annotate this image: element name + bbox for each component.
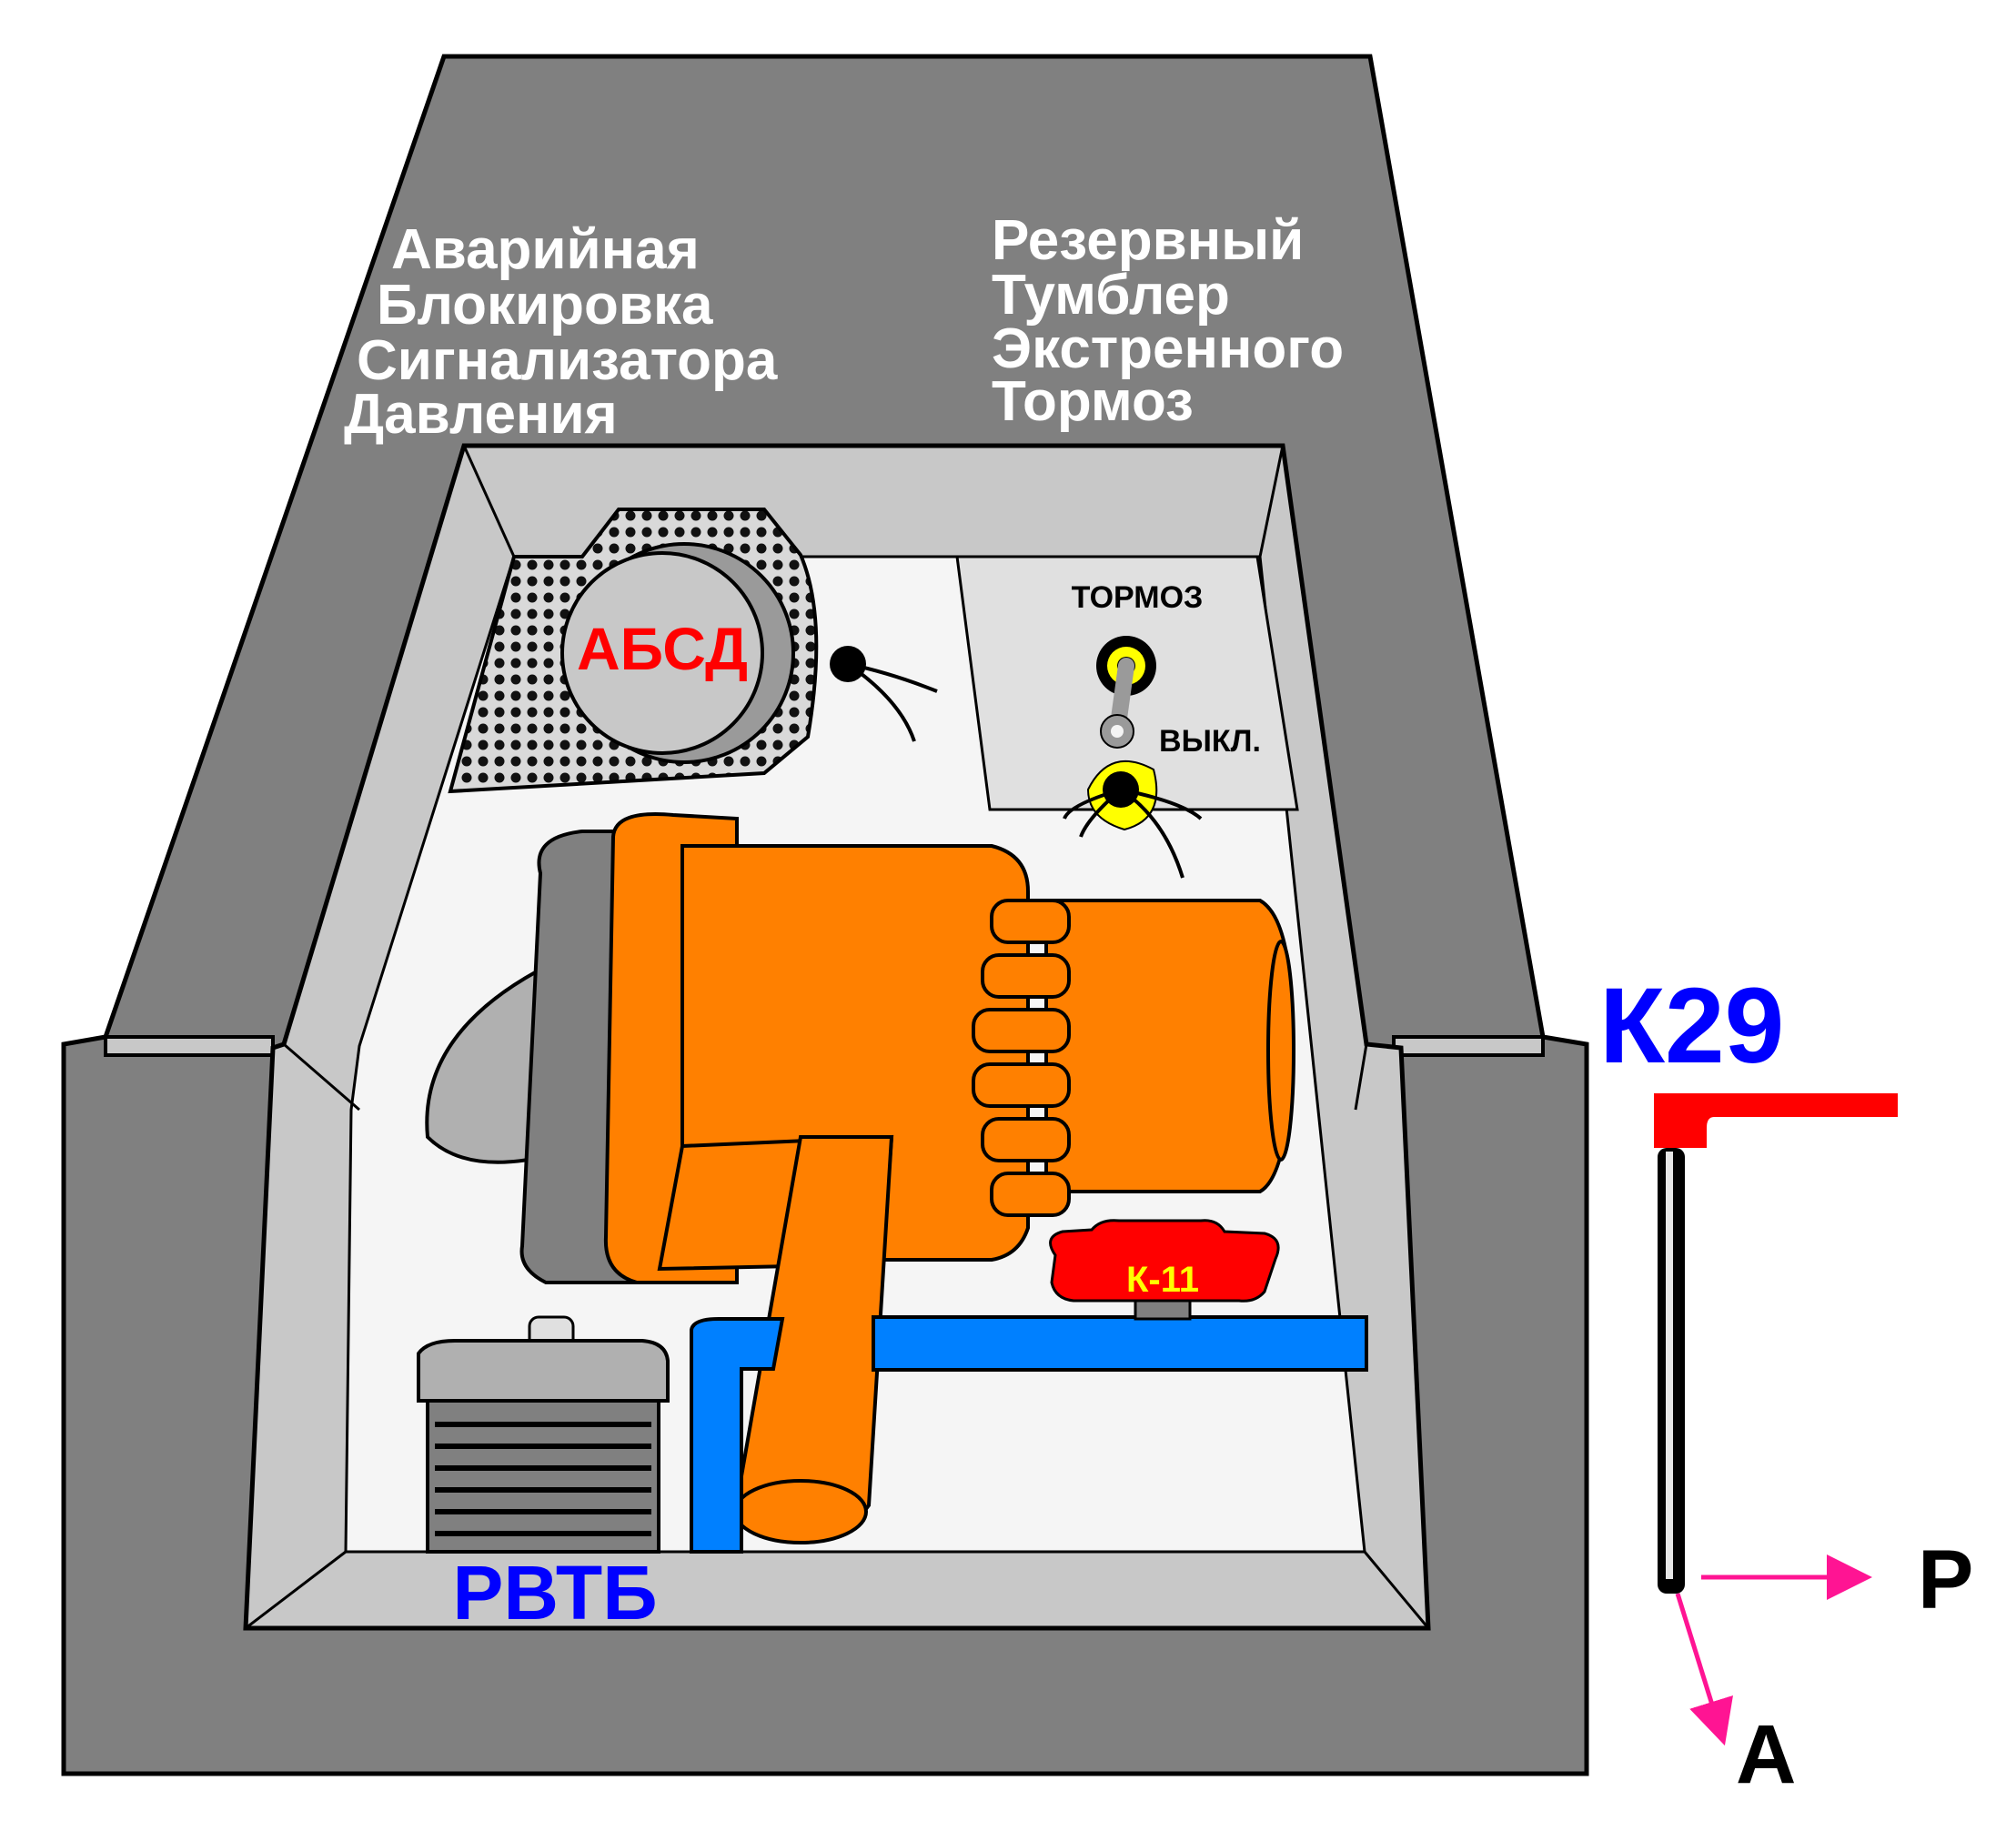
k29-rod-highlight: [1666, 1152, 1673, 1579]
toggle-wires: [1063, 788, 1203, 879]
k11-valve[interactable]: К-11: [1049, 1219, 1280, 1321]
housing-ledge-right: [1392, 1035, 1545, 1057]
housing-ledge-left: [104, 1035, 275, 1057]
absd-wires: [846, 662, 938, 742]
absd-label: АБСД: [577, 615, 748, 682]
reserve-toggle-line-3: Экстренного: [992, 317, 1344, 380]
k29-pos-a: А: [1736, 1708, 1796, 1801]
rvtb-cap: [417, 1339, 670, 1403]
emergency-lock-line-3: Сигнализатора: [357, 329, 778, 392]
k29-diagram: К29 Р А: [1599, 966, 1973, 1801]
k11-label: К-11: [1126, 1260, 1199, 1300]
crane-valve[interactable]: [603, 812, 1295, 1544]
emergency-lock-title: Аварийная Блокировка Сигнализатора Давле…: [344, 218, 778, 446]
reserve-toggle-line-1: Резервный: [992, 209, 1304, 272]
valve-nose: [1044, 899, 1295, 1193]
k29-pos-p: Р: [1918, 1534, 1973, 1626]
toggle-pivot-hole: [1111, 725, 1124, 738]
valve-nose-end: [1266, 940, 1295, 1162]
brake-pipe: [690, 1315, 1368, 1554]
rvtb-unit: РВТБ: [417, 1315, 670, 1635]
k29-label: К29: [1599, 966, 1784, 1086]
absd-front-disc: [560, 551, 764, 755]
valve-grip-teeth: [972, 899, 1071, 1217]
valve-handle-tip: [733, 1479, 868, 1544]
rvtb-bellows-rings: [435, 1422, 651, 1536]
toggle-brake-label: ТОРМОЗ: [1072, 580, 1204, 615]
k11-knob[interactable]: [1049, 1219, 1280, 1303]
emergency-lock-line-4: Давления: [344, 383, 618, 446]
reserve-toggle-title: Резервный Тумблер Экстренного Тормоз: [992, 209, 1344, 433]
reserve-toggle-panel: ТОРМОЗ ВЫКЛ.: [955, 555, 1299, 879]
k29-handle-red: [1654, 1093, 1898, 1148]
reserve-toggle-line-4: Тормоз: [992, 370, 1194, 433]
emergency-lock-line-1: Аварийная: [391, 218, 700, 281]
reserve-toggle-line-2: Тумблер: [992, 264, 1230, 327]
rvtb-label: РВТБ: [452, 1550, 657, 1635]
wall-bevels: [245, 445, 1430, 1630]
k29-arrow-a: [1675, 1593, 1733, 1746]
absd-signaller[interactable]: АБСД: [448, 508, 938, 794]
toggle-off-label: ВЫКЛ.: [1159, 724, 1261, 759]
emergency-lock-line-2: Блокировка: [377, 274, 713, 337]
